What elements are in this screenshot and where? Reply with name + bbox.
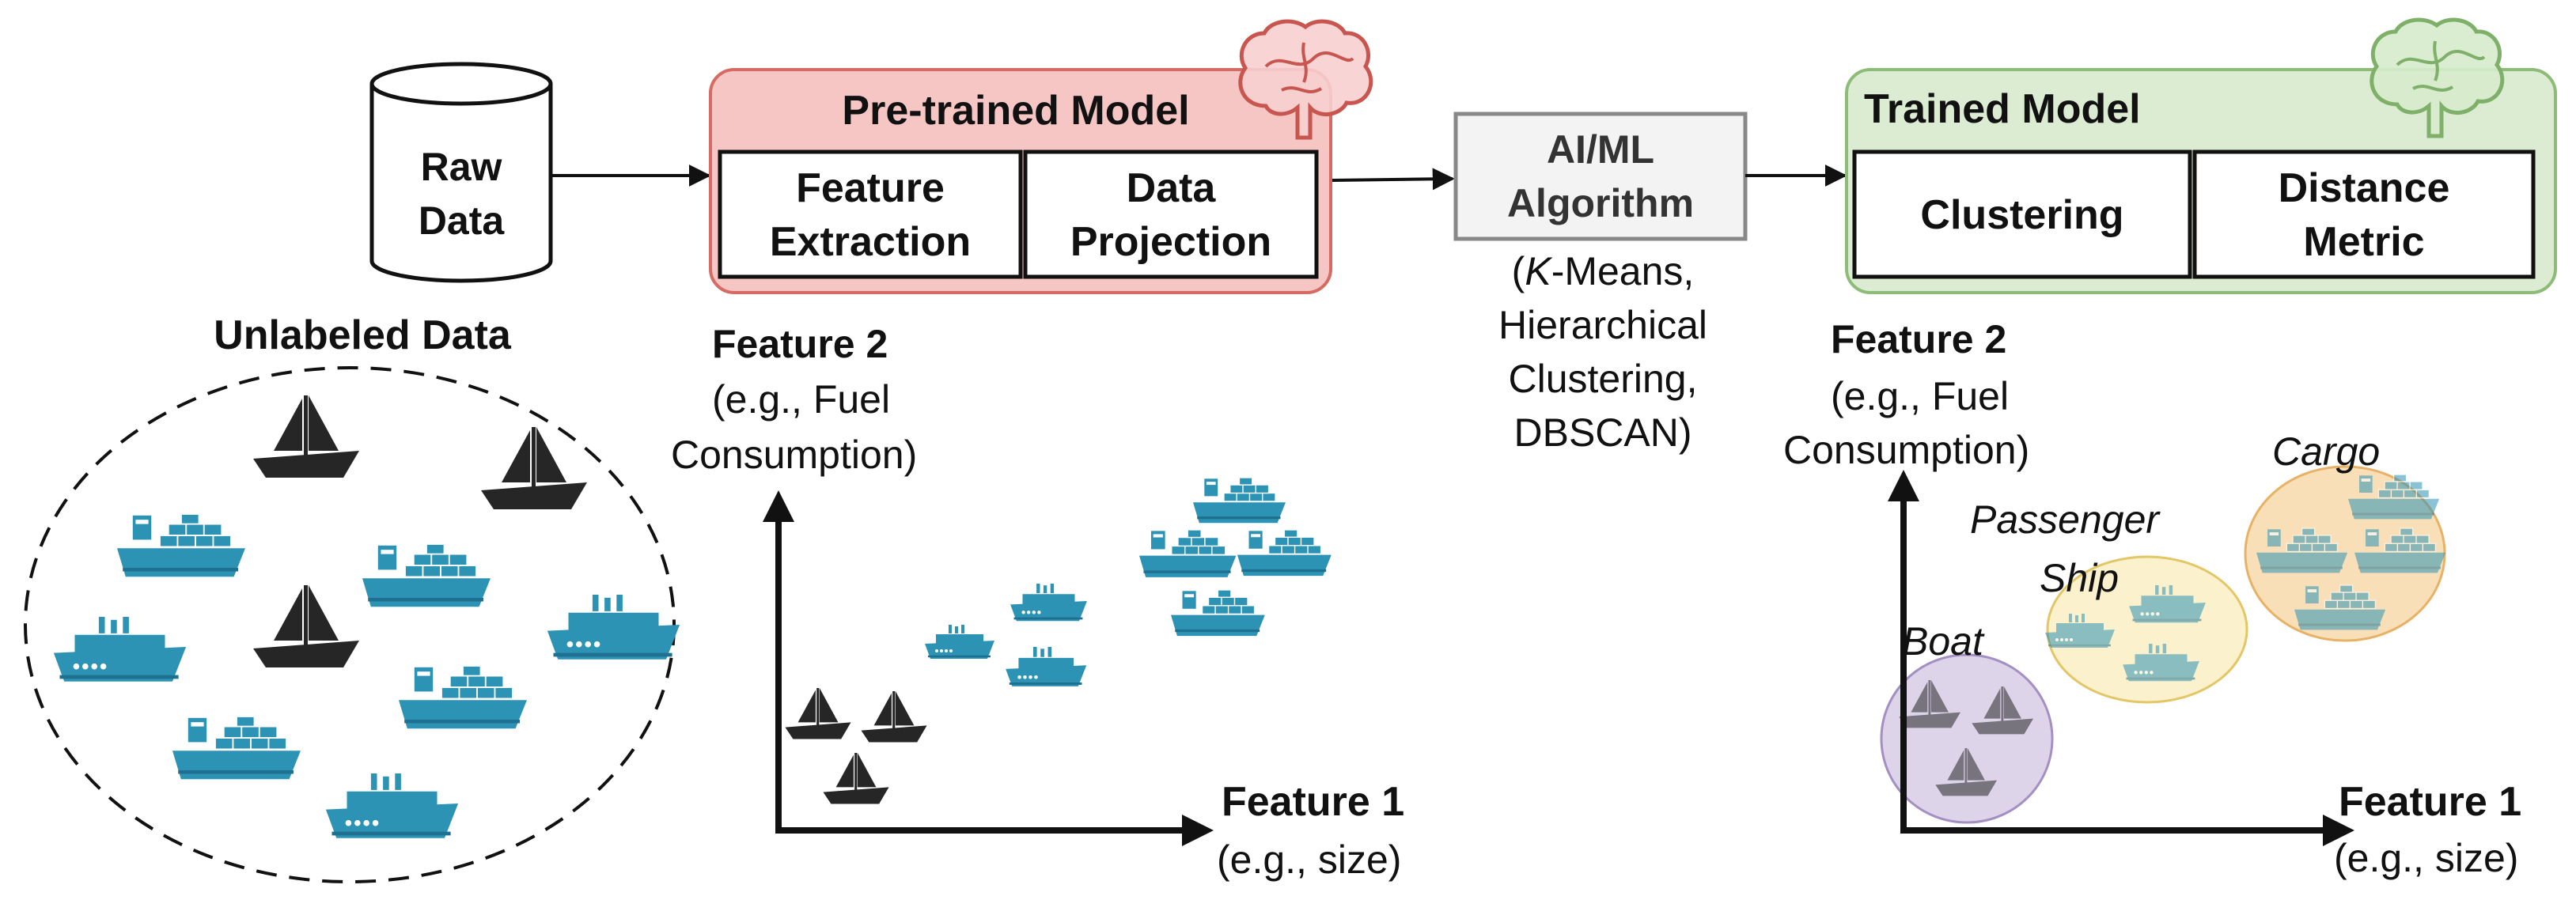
raw-data-label-line2: Data — [418, 199, 505, 243]
raw-data-cylinder — [369, 62, 553, 283]
data-projection-line2: Projection — [1070, 219, 1272, 265]
right-plot-axes — [1888, 470, 2354, 846]
algorithm-example-kmeans: -Means, — [1551, 249, 1695, 293]
trained-model-box — [1845, 68, 2557, 294]
algorithm-example-k: K — [1525, 249, 1551, 293]
cluster-label-passenger-line1: Passenger — [1970, 497, 2160, 542]
raw-data-label-line1: Raw — [420, 145, 502, 189]
left-plot-ylabel-line1: Feature 2 — [712, 322, 888, 366]
cluster-label-boat: Boat — [1902, 619, 1983, 664]
trained-model-title: Trained Model — [1864, 86, 2141, 132]
distance-metric-line1: Distance — [2278, 165, 2450, 211]
algorithm-example-line4: DBSCAN) — [1513, 410, 1692, 455]
feature-extraction-line2: Extraction — [769, 219, 972, 265]
unlabeled-data-group — [24, 366, 676, 883]
left-plot-ylabel-line3: Consumption) — [671, 433, 918, 477]
right-plot-ylabel-line1: Feature 2 — [1831, 317, 2007, 361]
data-projection-line1: Data — [1126, 165, 1216, 211]
algorithm-example-line2: Hierarchical — [1498, 303, 1707, 347]
feature-extraction-line1: Feature — [796, 165, 945, 211]
pretrained-model-box — [709, 68, 1332, 294]
algorithm-example-line1: (K-Means, — [1512, 251, 1695, 291]
pretrained-model-title: Pre-trained Model — [842, 88, 1190, 134]
right-plot-ylabel-line3: Consumption) — [1783, 428, 2030, 472]
algorithm-label-line2: Algorithm — [1506, 181, 1695, 225]
right-plot-xlabel-line2: (e.g., size) — [2334, 836, 2519, 880]
algorithm-example-line3: Clustering, — [1508, 357, 1698, 401]
algorithm-example-open: ( — [1511, 249, 1525, 293]
left-plot-ylabel-line2: (e.g., Fuel — [712, 377, 891, 422]
left-plot-xlabel-line1: Feature 1 — [1222, 779, 1405, 825]
clustering-label: Clustering — [1920, 192, 2124, 238]
right-plot-ylabel-line2: (e.g., Fuel — [1831, 374, 2010, 418]
cluster-label-cargo: Cargo — [2272, 429, 2381, 474]
left-plot-xlabel-line2: (e.g., size) — [1217, 837, 1402, 882]
unlabeled-data-title: Unlabeled Data — [214, 312, 511, 358]
cluster-label-passenger-line2: Ship — [2040, 556, 2120, 600]
left-plot-axes — [763, 490, 1214, 846]
distance-metric-line2: Metric — [2303, 219, 2425, 265]
right-plot-xlabel-line1: Feature 1 — [2339, 779, 2522, 825]
arrow-pretrained-to-algorithm — [1332, 168, 1455, 191]
algorithm-label-line1: AI/ML — [1546, 127, 1655, 172]
